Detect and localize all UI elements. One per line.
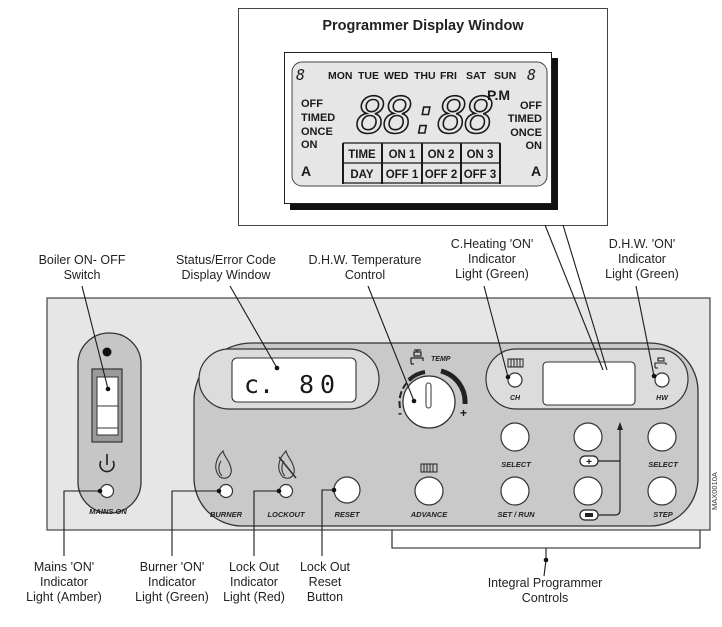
select-right-button[interactable] — [647, 422, 677, 452]
lcd-grid-bottom-2: OFF 2 — [425, 169, 458, 181]
set-run-button[interactable] — [500, 476, 530, 506]
lcd-right-mode-once: ONCE — [510, 127, 542, 139]
programmer-window-title: Programmer Display Window — [322, 18, 524, 34]
lcd-program-grid — [342, 142, 501, 184]
burner-label: BURNER — [210, 510, 243, 519]
tap-icon-hw — [654, 357, 667, 369]
lcd-grid-bottom-3: OFF 3 — [464, 169, 497, 181]
select-left-button[interactable] — [500, 422, 530, 452]
step-label: STEP — [653, 510, 674, 519]
step-button[interactable] — [647, 476, 677, 506]
lcd-right-digit: 8 — [527, 66, 536, 84]
lcd-grid-top-row: TIME ON 1 ON 2 ON 3 — [348, 149, 493, 161]
lcd-day-thu: THU — [414, 70, 436, 82]
lcd-day-mon: MON — [328, 70, 353, 82]
power-icon — [99, 454, 115, 473]
callout-status-display: Status/Error Code Display Window — [175, 253, 277, 282]
lcd-left-mode-timed: TIMED — [301, 112, 335, 124]
minus-icon — [585, 513, 593, 517]
lcd-time-digits: 88:88 — [356, 87, 492, 145]
arrow-head-icon — [617, 422, 623, 430]
status-code-prefix: c. — [244, 370, 274, 399]
lcd-right-mode-timed: TIMED — [508, 113, 542, 125]
callout-mains-indicator: Mains 'ON' Indicator Light (Amber) — [26, 560, 102, 604]
mains-led-dot — [102, 347, 112, 357]
figure-reference: MAX0010A — [710, 472, 719, 510]
temp-scale-arc-low — [398, 373, 421, 409]
lcd-left-mode-once: ONCE — [301, 126, 333, 138]
advance-button[interactable] — [414, 476, 444, 506]
burner-on-indicator-light — [218, 483, 234, 499]
plus-button[interactable] — [573, 422, 603, 452]
ch-label: CH — [510, 395, 521, 402]
callout-boiler-switch: Boiler ON- OFF Switch — [38, 253, 126, 282]
callout-ch-indicator: C.Heating 'ON' Indicator Light (Green) — [450, 237, 534, 281]
lcd-auto-right: A — [531, 163, 541, 179]
temp-scale-arc-high — [440, 368, 468, 405]
select-right-label: SELECT — [648, 460, 679, 469]
lcd-left-digit: 8 — [296, 66, 305, 84]
tap-icon — [410, 349, 424, 365]
radiator-icon-ch — [507, 358, 524, 368]
lockout-label: LOCKOUT — [267, 510, 305, 519]
programmer-lcd-window — [542, 361, 636, 406]
lcd-grid-bottom-1: OFF 1 — [386, 169, 419, 181]
temp-minus-label: - — [398, 406, 402, 420]
lcd-grid-top-3: ON 3 — [467, 149, 494, 161]
set-run-label: SET / RUN — [497, 510, 535, 519]
lcd-right-mode-off: OFF — [520, 100, 542, 112]
lcd-grid-top-1: ON 1 — [389, 149, 416, 161]
lockout-indicator-light — [278, 483, 294, 499]
lcd-day-fri: FRI — [440, 70, 457, 82]
lcd-day-wed: WED — [384, 70, 409, 82]
lcd-grid-top-0: TIME — [348, 149, 376, 161]
lockout-flame-crossed-icon — [278, 449, 297, 479]
lcd-grid-bottom-row: DAY OFF 1 OFF 2 OFF 3 — [350, 169, 496, 181]
lcd-pm-indicator: P.M — [487, 87, 510, 103]
lcd-grid-bottom-0: DAY — [350, 169, 374, 181]
callout-lockout-indicator: Lock Out Indicator Light (Red) — [223, 560, 285, 604]
callout-programmer-controls: Integral Programmer Controls — [487, 576, 603, 605]
plus-minus-arrow-line — [598, 428, 621, 516]
callout-burner-indicator: Burner 'ON' Indicator Light (Green) — [135, 560, 209, 604]
plus-icon: + — [586, 457, 592, 468]
temp-label: TEMP — [431, 356, 451, 363]
radiator-icon-advance — [420, 463, 438, 473]
leader-dots — [97, 365, 657, 563]
hw-on-indicator-light — [654, 372, 670, 388]
callout-dhw-indicator: D.H.W. 'ON' Indicator Light (Green) — [605, 237, 679, 281]
advance-label: ADVANCE — [410, 510, 449, 519]
status-code-value: 80 — [299, 370, 341, 399]
programmer-lcd-screen — [291, 61, 548, 187]
lcd-right-mode-on: ON — [526, 140, 543, 152]
lcd-grid-top-2: ON 2 — [428, 149, 455, 161]
temp-plus-label: + — [460, 406, 467, 420]
lcd-day-tue: TUE — [358, 70, 379, 82]
mains-on-indicator-light — [99, 483, 115, 499]
lcd-left-mode-off: OFF — [301, 98, 323, 110]
lcd-left-mode-on: ON — [301, 139, 318, 151]
ch-on-indicator-light — [507, 372, 523, 388]
reset-label: RESET — [334, 510, 360, 519]
status-code-display — [231, 357, 357, 403]
select-left-label: SELECT — [501, 460, 532, 469]
minus-button[interactable] — [573, 476, 603, 506]
knob-pointer — [425, 382, 432, 409]
lcd-day-sat: SAT — [466, 70, 487, 82]
burner-flame-icon — [215, 449, 232, 479]
lcd-day-sun: SUN — [494, 70, 516, 82]
lcd-auto-left: A — [301, 163, 311, 179]
mains-on-label: MAINS ON — [89, 507, 127, 516]
lockout-reset-button[interactable] — [333, 476, 361, 504]
callout-dhw-temperature: D.H.W. Temperature Control — [308, 253, 422, 282]
callout-lockout-reset: Lock Out Reset Button — [299, 560, 351, 604]
hw-label: HW — [656, 395, 669, 402]
lcd-days-row: MON TUE WED THU FRI SAT SUN — [328, 70, 516, 82]
